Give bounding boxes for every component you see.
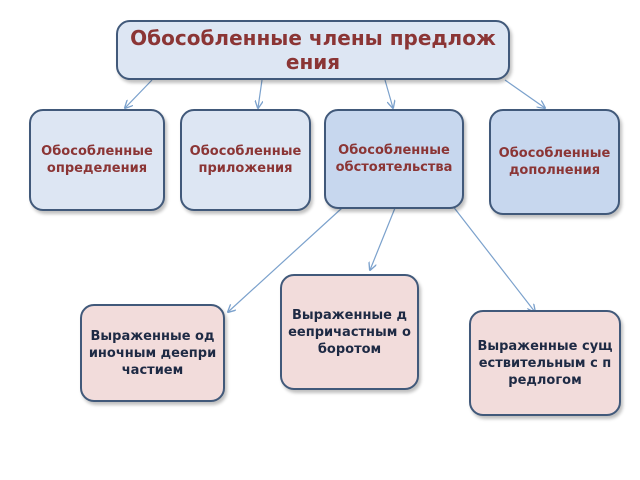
- diagram-title: Обособленные члены предложения: [116, 20, 510, 80]
- arrow-adverbials-to-gerund-phrase: [370, 207, 396, 270]
- arrow-title-to-complements: [504, 79, 545, 108]
- category-complements: Обособленные дополнения: [489, 109, 620, 215]
- category-adverbials: Обособленные обстоятельства: [324, 109, 464, 209]
- expression-gerund-phrase: Выраженные деепричастным оборотом: [280, 274, 419, 390]
- arrow-adverbials-to-noun-preposition: [451, 204, 535, 312]
- expression-single-gerund: Выраженные одиночным деепричастием: [80, 304, 225, 402]
- arrow-title-to-definitions: [125, 79, 153, 108]
- category-definitions: Обособленные определения: [29, 109, 165, 211]
- arrow-title-to-appositions: [258, 79, 262, 108]
- expression-noun-with-preposition: Выраженные существительным с предлогом: [469, 310, 621, 416]
- category-appositions: Обособленные приложения: [180, 109, 311, 211]
- arrow-adverbials-to-single-gerund: [228, 207, 343, 312]
- arrow-title-to-adverbials: [384, 79, 393, 108]
